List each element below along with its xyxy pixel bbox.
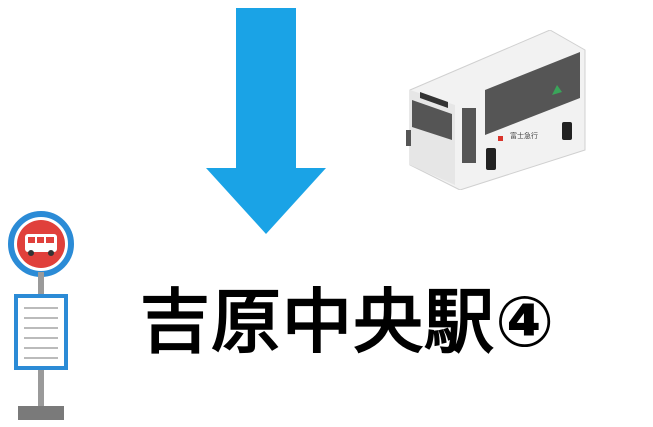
- bus-icon: 富士急行: [406, 30, 586, 190]
- station-name: 吉原中央駅④: [140, 281, 556, 363]
- down-arrow-icon: [206, 8, 326, 234]
- bus-stop-icon: [8, 211, 74, 420]
- svg-text:富士急行: 富士急行: [510, 131, 538, 140]
